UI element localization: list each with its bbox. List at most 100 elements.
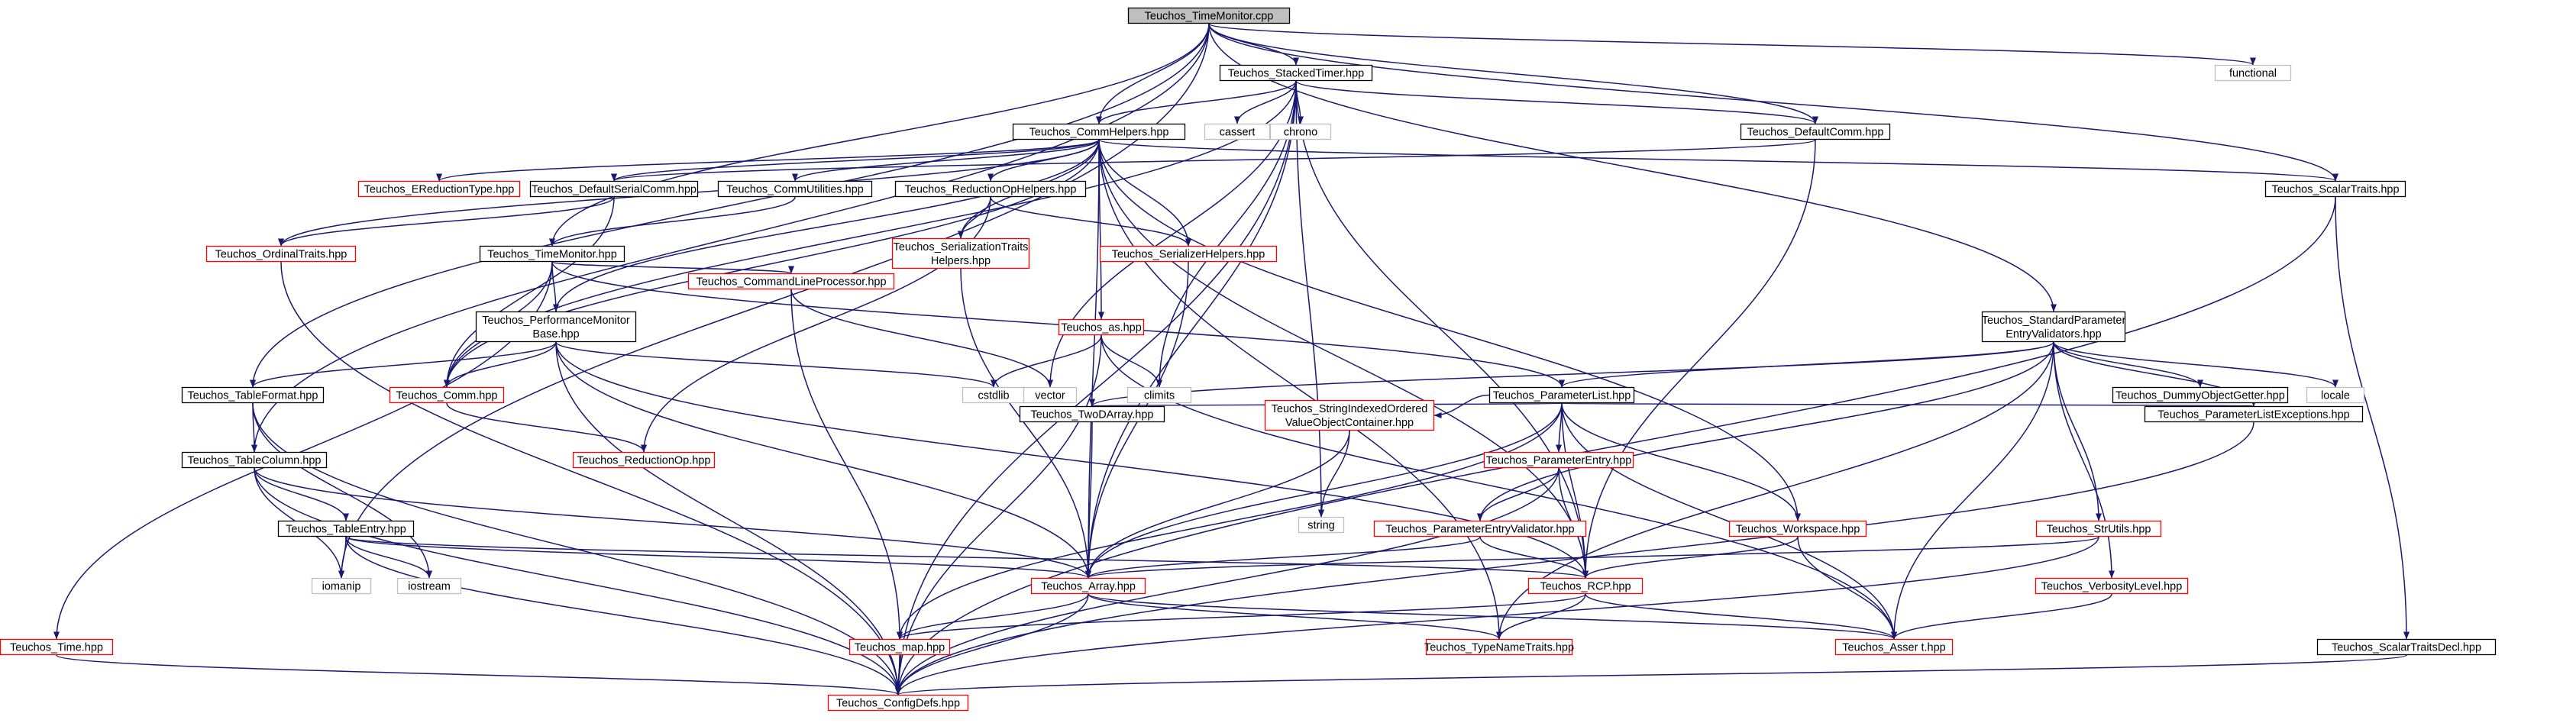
node-map[interactable]: Teuchos_map.hpp [848, 638, 951, 656]
edge-defaultcomm-to-rcp [1582, 139, 1816, 579]
node-commutil[interactable]: Teuchos_CommUtilities.hpp [717, 180, 873, 198]
node-label: Teuchos_DummyObjectGetter.hpp [2115, 390, 2285, 402]
node-timemonitor[interactable]: Teuchos_TimeMonitor.hpp [479, 245, 625, 263]
edge-perfmon-to-comm [444, 341, 557, 388]
node-typename[interactable]: Teuchos_TypeNameTraits.hpp [1424, 638, 1574, 656]
node-box [479, 245, 625, 263]
node-paramentry[interactable]: Teuchos_ParameterEntry.hpp [1483, 451, 1634, 469]
node-label: Teuchos_ParameterList.hpp [1493, 390, 1631, 402]
node-serializerhelp[interactable]: Teuchos_SerializerHelpers.hpp [1099, 245, 1278, 263]
node-commhelpers[interactable]: Teuchos_CommHelpers.hpp [1012, 123, 1186, 140]
node-strutils[interactable]: Teuchos_StrUtils.hpp [2035, 520, 2162, 537]
node-tableformat[interactable]: Teuchos_TableFormat.hpp [181, 386, 325, 404]
node-rcp[interactable]: Teuchos_RCP.hpp [1527, 577, 1644, 595]
edge-stdparam-to-strutils [2053, 341, 2102, 521]
node-label: Teuchos_VerbosityLevel.hpp [2041, 581, 2183, 593]
edge-scalartraits-to-scalartraitsdecl [2335, 196, 2410, 640]
node-box [2306, 386, 2365, 404]
edge-tableentry-to-iomanip [338, 536, 347, 579]
node-tablecolumn[interactable]: Teuchos_TableColumn.hpp [181, 451, 328, 469]
node-box [717, 180, 873, 198]
node-label: Teuchos_EReductionType.hpp [364, 184, 515, 196]
edge-commhelpers-to-workspace [1098, 139, 1801, 521]
node-paramlist[interactable]: Teuchos_ParameterList.hpp [1488, 386, 1635, 404]
edge-reductionophelp-to-reductionop [641, 196, 991, 453]
node-scalartraitsdecl[interactable]: Teuchos_ScalarTraitsDecl.hpp [2316, 638, 2497, 656]
node-label: Teuchos_StandardParameter [1982, 315, 2126, 327]
node-box [1298, 516, 1345, 534]
node-comm[interactable]: Teuchos_Comm.hpp [389, 386, 505, 404]
node-label: Helpers.hpp [931, 255, 991, 267]
node-label: Teuchos_PerformanceMonitor [482, 315, 630, 327]
node-tableentry[interactable]: Teuchos_TableEntry.hpp [277, 520, 415, 537]
dependency-edges [53, 23, 2410, 696]
edge-commhelpers-to-ereduction [436, 139, 1100, 182]
node-box [1012, 123, 1186, 140]
edge-commutil-to-timemonitor [549, 196, 796, 247]
edge-time-to-configdefs [56, 654, 901, 696]
node-configdefs[interactable]: Teuchos_ConfigDefs.hpp [827, 694, 969, 712]
edge-stringindexed-to-array [1085, 430, 1350, 579]
edge-cmdline-to-map [790, 289, 903, 640]
node-verbosity[interactable]: Teuchos_VerbosityLevel.hpp [2035, 577, 2189, 595]
edge-twodarray-to-array [1085, 421, 1093, 579]
node-time[interactable]: Teuchos_Time.hpp [0, 638, 114, 656]
node-label: Teuchos_map.hpp [855, 642, 945, 654]
node-box [2112, 386, 2289, 404]
node-stringindexed[interactable]: Teuchos_StringIndexedOrderedValueObjectC… [1264, 399, 1435, 431]
edge-stacked-to-defaultcomm [1295, 80, 1818, 124]
node-label: Teuchos_RCP.hpp [1540, 581, 1631, 593]
node-paramentryval[interactable]: Teuchos_ParameterEntryValidator.hpp [1373, 520, 1587, 537]
edge-timemon_cpp-to-scalartraits [1208, 23, 2338, 182]
node-paramlistexc[interactable]: Teuchos_ParameterListExceptions.hpp [2144, 405, 2364, 423]
edge-scalartraitsdecl-to-configdefs [895, 654, 2407, 696]
node-label: Teuchos_TimeMonitor.cpp [1145, 11, 1274, 23]
node-box [1373, 520, 1587, 537]
node-label: Teuchos_TableColumn.hpp [188, 455, 322, 467]
edge-stacked-to-array [1085, 80, 1297, 579]
node-assert[interactable]: Teuchos_Asser t.hpp [1834, 638, 1954, 656]
node-dummyobj[interactable]: Teuchos_DummyObjectGetter.hpp [2112, 386, 2289, 404]
node-workspace[interactable]: Teuchos_Workspace.hpp [1728, 520, 1867, 537]
node-box [1126, 386, 1192, 404]
node-box [181, 451, 328, 469]
edge-workspace-to-rcp [1582, 536, 1799, 579]
node-twodarray[interactable]: Teuchos_TwoDArray.hpp [1019, 405, 1165, 423]
node-cstdlib: cstdlib [962, 386, 1026, 404]
node-stdparam[interactable]: Teuchos_StandardParameterEntryValidators… [1982, 311, 2126, 343]
edge-stringindexed-to-string [1318, 430, 1350, 518]
node-label: EntryValidators.hpp [2006, 328, 2101, 341]
edge-perfmon-to-array [555, 341, 1091, 579]
node-label: Teuchos_StrUtils.hpp [2046, 524, 2151, 536]
edge-rcp-to-map [897, 593, 1586, 640]
edge-reductionophelp-to-serialtraits [958, 196, 991, 239]
node-box [1019, 405, 1165, 423]
node-scalartraits[interactable]: Teuchos_ScalarTraits.hpp [2264, 180, 2406, 198]
node-defaultcomm[interactable]: Teuchos_DefaultComm.hpp [1740, 123, 1891, 140]
node-reductionop[interactable]: Teuchos_ReductionOp.hpp [572, 451, 716, 469]
node-box [1204, 123, 1271, 140]
node-stacked[interactable]: Teuchos_StackedTimer.hpp [1219, 64, 1373, 82]
node-as[interactable]: Teuchos_as.hpp [1058, 318, 1145, 336]
node-reductionophelp[interactable]: Teuchos_ReductionOpHelpers.hpp [894, 180, 1087, 198]
node-array[interactable]: Teuchos_Array.hpp [1030, 577, 1146, 595]
node-box [0, 638, 114, 656]
node-timemon_cpp[interactable]: Teuchos_TimeMonitor.cpp [1127, 7, 1291, 24]
node-label: vector [1035, 390, 1065, 402]
node-ereduction[interactable]: Teuchos_EReductionType.hpp [357, 180, 521, 198]
node-defaultserial[interactable]: Teuchos_DefaultSerialComm.hpp [529, 180, 699, 198]
edge-scalartraits-to-configdefs [895, 196, 2336, 696]
node-box [1264, 399, 1435, 431]
node-cmdline[interactable]: Teuchos_CommandLineProcessor.hpp [687, 273, 895, 290]
edge-stdparam-to-assert [1891, 341, 2054, 640]
edge-strutils-to-array [1085, 536, 2099, 579]
edge-tableformat-to-iostream [252, 402, 432, 579]
node-ordinaltraits[interactable]: Teuchos_OrdinalTraits.hpp [205, 245, 357, 263]
node-box [1023, 386, 1078, 404]
edge-timemonitor-to-cmdline [551, 261, 794, 274]
edge-defaultserial-to-comm [444, 196, 615, 388]
node-label: ValueObjectContainer.hpp [1285, 417, 1414, 429]
